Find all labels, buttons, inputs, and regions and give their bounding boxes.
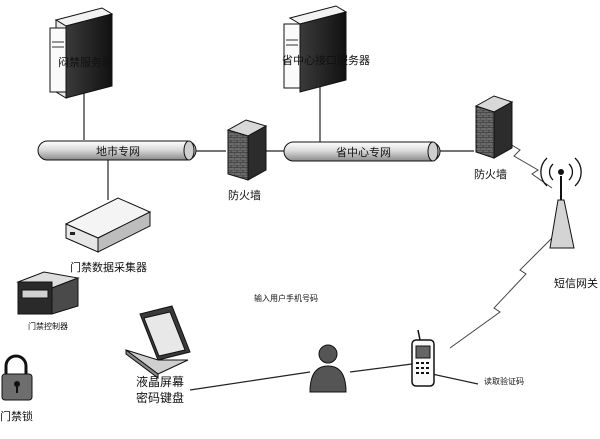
province-server-label: 省中心接口服务器 <box>282 54 370 67</box>
firewall-1-label: 防火墙 <box>228 188 261 202</box>
read-code-label: 读取验证码 <box>484 376 524 386</box>
laptop <box>125 305 191 379</box>
sms-gateway-label: 短信网关 <box>554 276 598 290</box>
firewall-2-label: 防火墙 <box>474 167 507 181</box>
access-server <box>49 7 114 99</box>
connection-lines <box>83 86 479 391</box>
province-network-label: 省中心专网 <box>336 145 391 159</box>
city-network-pipe <box>37 140 197 161</box>
lightning-link-gateway-to-phone <box>449 237 553 349</box>
city-network-label: 地市专网 <box>96 144 140 158</box>
padlock-icon <box>1 354 33 401</box>
access-server-label: 闷禁服务器 <box>58 55 113 69</box>
data-collector <box>64 197 152 253</box>
laptop-label-line1: 液晶屏幕 <box>136 374 184 389</box>
user-phone-input-label: 输入用户手机号码 <box>254 293 318 303</box>
link-phone-to-read-code <box>431 373 479 385</box>
lightning-link-firewall-to-gateway <box>499 137 553 189</box>
access-controller <box>16 271 80 315</box>
link-user-to-phone <box>349 363 413 373</box>
province-network-pipe <box>283 141 441 162</box>
wireless-links <box>449 137 553 349</box>
collector-label: 门禁数据采集器 <box>70 260 147 274</box>
user-icon <box>309 344 347 393</box>
sms-gateway-antenna-icon <box>540 157 582 249</box>
laptop-label-line2: 密码键盘 <box>136 390 184 405</box>
mobile-phone-icon <box>411 329 435 387</box>
province-server <box>283 5 348 93</box>
firewall-1 <box>226 119 268 181</box>
lock-label: 门禁锁 <box>0 409 33 423</box>
firewall-2 <box>474 95 514 159</box>
controller-label: 门禁控制器 <box>28 321 68 331</box>
link-laptop-to-user <box>189 371 311 391</box>
diagram-labels: 闷禁服务器 省中心接口服务器 地市专网 省中心专网 防火墙 防火墙 门禁数据采集… <box>0 54 598 423</box>
